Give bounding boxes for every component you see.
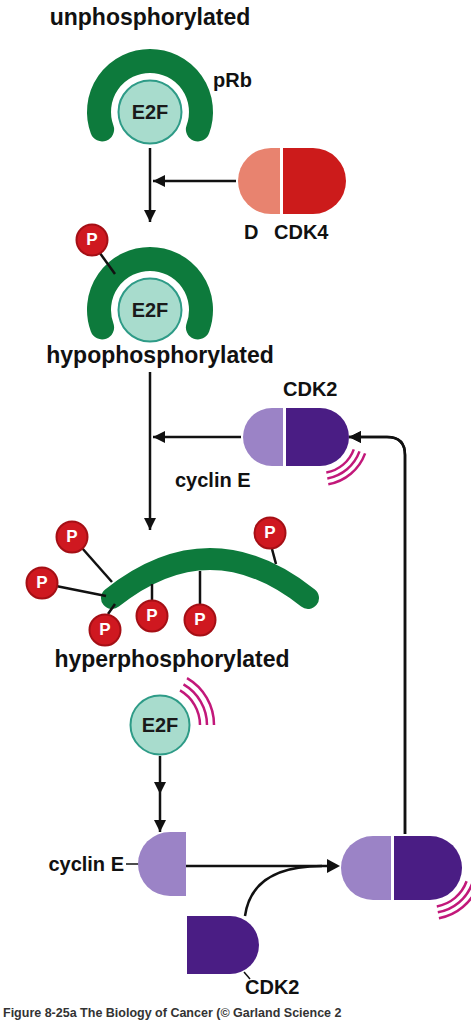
- node-shape: [243, 408, 349, 466]
- prb-complex: hypophosphorylatedPE2F: [55, 222, 305, 372]
- node-shape: [187, 916, 259, 974]
- phosphate-stem: [82, 548, 112, 582]
- reaction-arrow: [159, 756, 162, 832]
- catalysis-arrow: [153, 436, 241, 439]
- phosphate-circle: P: [253, 516, 287, 550]
- prb-complex: hyperphosphorylatedPPPPPP: [20, 530, 320, 640]
- phosphate-circle: P: [88, 613, 122, 647]
- phosphate-circle: P: [75, 223, 109, 257]
- phosphate-label: P: [75, 223, 109, 257]
- node-shape: [238, 148, 346, 214]
- protein-label: CDK2: [283, 377, 347, 401]
- phosphate-stem: [108, 604, 115, 614]
- reaction-arrow: [149, 148, 152, 222]
- phosphate-circle: P: [25, 566, 59, 600]
- phosphate-label: P: [88, 613, 122, 647]
- protein-half: [138, 832, 186, 896]
- cdk-half: CDK2: [187, 916, 259, 974]
- phosphate-label: P: [135, 599, 169, 633]
- state-label: unphosphorylated: [15, 2, 285, 32]
- prb-arc: [112, 559, 308, 598]
- protein-label: D: [244, 220, 272, 244]
- protein-label: pRb: [213, 68, 263, 92]
- cyclin-half: cyclin E: [138, 832, 186, 896]
- protein-label: cyclin E: [12, 852, 124, 876]
- node-shape: [138, 832, 186, 896]
- leader-line: [126, 863, 139, 865]
- state-label: hypophosphorylated: [10, 340, 310, 370]
- phosphate-circle: P: [55, 520, 89, 554]
- prb-complex: unphosphorylatedpRbE2F: [85, 40, 215, 148]
- phosphate-stem: [151, 584, 154, 600]
- protein-label: CDK4: [274, 220, 346, 244]
- activity-waves: [437, 881, 471, 918]
- cdk2-half: [394, 836, 462, 900]
- protein-half: [238, 148, 280, 214]
- reaction-arrow: [149, 372, 152, 530]
- catalysis-arrow: [153, 180, 236, 183]
- phosphate-label: P: [183, 603, 217, 637]
- phosphate-stem: [199, 571, 202, 604]
- e2f-circle: E2F: [117, 79, 183, 145]
- protein-label: E2F: [129, 694, 191, 756]
- figure-caption: Figure 8-25a The Biology of Cancer (© Ga…: [3, 1005, 341, 1021]
- protein-half: [187, 916, 259, 974]
- cyclin-e-half: [341, 836, 391, 900]
- protein-label: E2F: [117, 79, 183, 145]
- cyclin-cdk-complex: DCDK4: [238, 148, 346, 214]
- phosphate-circle: P: [183, 603, 217, 637]
- phosphate-stem: [272, 549, 276, 564]
- arrow-head: [327, 859, 340, 873]
- protein-half: [283, 148, 346, 214]
- protein-label: cyclin E: [175, 468, 295, 492]
- protein-half: [243, 408, 283, 466]
- phosphate-label: P: [55, 520, 89, 554]
- phosphate-label: P: [25, 566, 59, 600]
- phosphate-circle: P: [135, 599, 169, 633]
- e2f-circle: E2F: [129, 694, 191, 756]
- state-label: hyperphosphorylated: [12, 644, 332, 674]
- protein-label: E2F: [117, 277, 183, 343]
- reaction-arrow: [245, 437, 405, 916]
- protein-half: [286, 408, 349, 466]
- e2f-circle: E2F: [117, 277, 183, 343]
- phosphate-stem: [56, 586, 106, 596]
- phosphate-label: P: [253, 516, 287, 550]
- cyclin-cdk-complex: CDK2cyclin E: [243, 408, 349, 466]
- protein-label: CDK2: [245, 976, 317, 998]
